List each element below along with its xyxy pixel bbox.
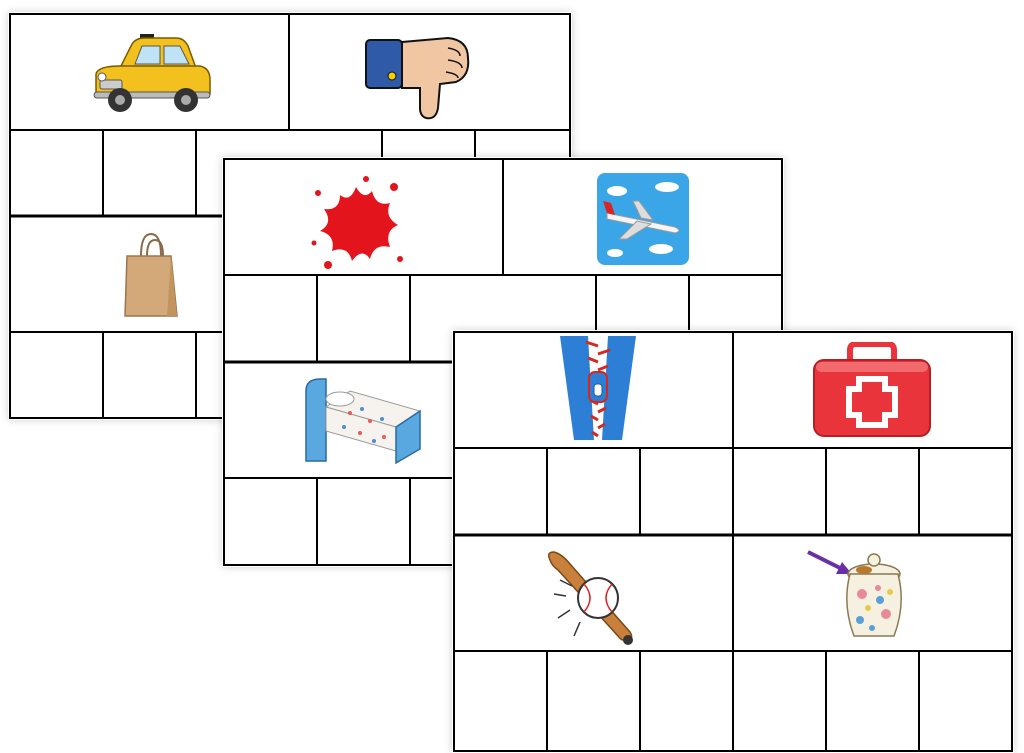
paint-splat-icon: [306, 173, 406, 273]
first-aid-kit-icon: [812, 342, 932, 438]
worksheet-grid: [453, 331, 1013, 752]
cookie-jar-icon: [802, 544, 912, 648]
bed-icon: [300, 371, 426, 471]
taxi-icon: [90, 30, 214, 120]
paper-bag-icon: [121, 230, 181, 320]
baseball-bat-and-ball-icon: [546, 548, 644, 646]
zipper-icon: [558, 336, 638, 440]
airplane-icon: [597, 173, 689, 265]
worksheet-front: [452, 330, 1014, 753]
thumbs-down-icon: [364, 32, 476, 122]
